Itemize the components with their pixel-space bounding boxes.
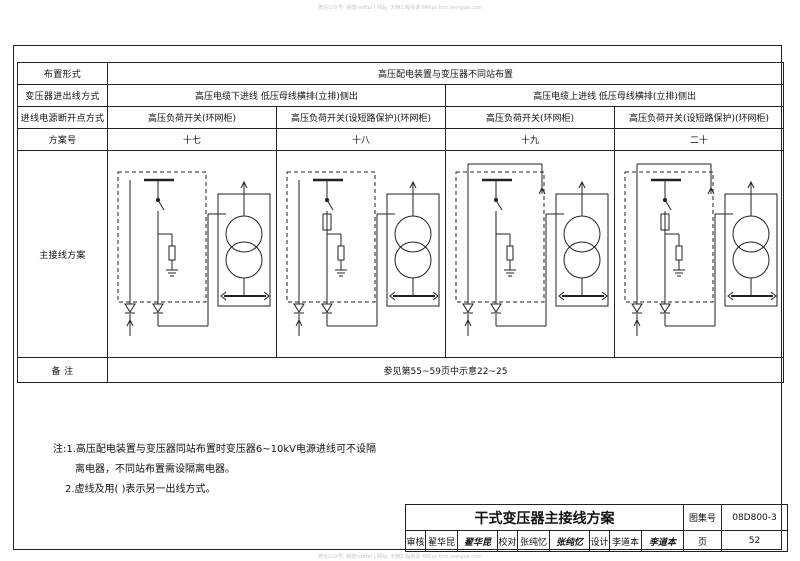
reviewer-name: 翟华昆 — [425, 530, 458, 552]
label-layout: 布置形式 — [17, 62, 108, 85]
lv-arrow-right — [263, 291, 270, 301]
notes: 注:1.高压配电装置与变压器同站布置时变压器6~10kV电源进线可不设隔 离电器… — [53, 440, 376, 500]
scheme-table: 布置形式 高压配电装置与变压器不同站布置 变压器进出线方式 高压电缆下进线 低压… — [17, 62, 785, 383]
value-remark: 参见第55~59页中示意22~25 — [106, 357, 785, 383]
checker-name: 张纯忆 — [517, 530, 550, 552]
row-entry: 变压器进出线方式 高压电缆下进线 低压母线横排(立排)侧出 高压电缆上进线 低压… — [17, 84, 785, 107]
switch-pivot — [155, 197, 161, 203]
atlas-number: 08D800-3 — [721, 504, 788, 531]
note-line-3: 2.虚线及用( )表示另一出线方式。 — [65, 484, 216, 495]
transformer-secondary-icon — [225, 241, 263, 279]
feeder-cable-terminal — [490, 303, 502, 313]
feeder-cable-terminal — [659, 303, 671, 313]
row-scheme: 方案号 十七 十八 十九 二十 — [17, 128, 785, 151]
switch-cell-3: 高压负荷开关(环网柜) — [445, 106, 615, 129]
switchgear-enclosure — [624, 171, 714, 303]
label-diagram: 主接线方案 — [17, 150, 108, 358]
label-entry: 变压器进出线方式 — [17, 84, 108, 107]
incoming-top-arrow — [538, 186, 546, 195]
title-block: 干式变压器主接线方案 图集号 08D800-3 审核 翟华昆 翟华昆 校对 张纯… — [405, 504, 788, 552]
incoming-cable-terminal — [124, 303, 136, 313]
switch-pivot — [662, 197, 668, 203]
switchgear-enclosure — [286, 171, 376, 303]
reviewer-signature: 翟华昆 — [457, 530, 498, 552]
feeder-cable-terminal — [152, 303, 164, 313]
transformer-primary-icon — [225, 215, 263, 253]
value-layout: 高压配电装置与变压器不同站布置 — [106, 62, 785, 85]
atlas-label: 图集号 — [683, 504, 722, 531]
value-entry-left: 高压电缆下进线 低压母线横排(立排)侧出 — [107, 84, 446, 107]
transformer-secondary-icon — [394, 241, 432, 279]
scheme-no-2: 十八 — [276, 128, 446, 151]
page-number: 52 — [721, 530, 788, 552]
incoming-arrow — [464, 318, 472, 327]
wiring-diagram-20 — [624, 163, 778, 336]
incoming-arrow — [126, 318, 134, 327]
lv-arrow-right — [770, 291, 777, 301]
lv-arrow-right — [601, 291, 608, 301]
feeder-cable-terminal — [321, 303, 333, 313]
design-label: 设计 — [589, 530, 610, 552]
label-remark: 备 注 — [17, 357, 108, 383]
transformer-secondary-icon — [732, 241, 770, 279]
transformer-primary-icon — [394, 215, 432, 253]
value-entry-right: 高压电缆上进线 低压母线横排(立排)侧出 — [444, 84, 785, 107]
page-label: 页 — [683, 530, 722, 552]
row-remark: 备 注 参见第55~59页中示意22~25 — [17, 357, 785, 383]
incoming-arrow — [295, 318, 303, 327]
switch-pivot — [493, 197, 499, 203]
lv-arrow-left — [220, 291, 227, 301]
row-switch: 进线电源断开点方式 高压负荷开关(环网柜) 高压负荷开关(设短路保护)(环网柜)… — [17, 106, 785, 129]
wiring-diagram-18 — [286, 171, 440, 336]
lv-arrow-left — [558, 291, 565, 301]
lv-arrow-right — [432, 291, 439, 301]
incoming-arrow — [633, 318, 641, 327]
switch-cell-1: 高压负荷开关(环网柜) — [107, 106, 277, 129]
review-label: 审核 — [405, 530, 426, 552]
label-switch: 进线电源断开点方式 — [17, 106, 108, 129]
drawing-title: 干式变压器主接线方案 — [405, 504, 684, 531]
diagram-cell-2 — [276, 150, 446, 358]
incoming-top-arrow — [707, 186, 715, 195]
earthing-switch-icon — [675, 245, 683, 261]
wiring-diagram-17 — [117, 171, 271, 336]
switch-pivot — [324, 197, 330, 203]
earthing-switch-icon — [506, 245, 514, 261]
scheme-no-4: 二十 — [613, 128, 785, 151]
incoming-cable-terminal — [631, 303, 643, 313]
earthing-switch-icon — [168, 245, 176, 261]
watermark-bottom: 微信公众号: 赫建rsoftal | 网站: 天赫工程资源 666yz.fyzz… — [318, 554, 482, 560]
row-layout: 布置形式 高压配电装置与变压器不同站布置 — [17, 62, 785, 85]
switchgear-enclosure — [455, 171, 545, 303]
switchgear-enclosure — [117, 171, 207, 303]
diagram-cell-4 — [613, 150, 785, 358]
watermark-top: 微信公众号: 赫建rsoftal | 网站: 天赫工程资源 666yz.fyzz… — [318, 5, 482, 11]
earthing-switch-icon — [337, 245, 345, 261]
diagram-cell-1 — [107, 150, 277, 358]
transformer-primary-icon — [563, 215, 601, 253]
transformer-secondary-icon — [563, 241, 601, 279]
incoming-cable-terminal — [462, 303, 474, 313]
incoming-cable-terminal — [293, 303, 305, 313]
note-line-2: 离电器，不同站布置需设隔离电器。 — [75, 464, 235, 475]
wiring-diagram-19 — [455, 163, 609, 336]
note-line-1: 注:1.高压配电装置与变压器同站布置时变压器6~10kV电源进线可不设隔 — [53, 444, 377, 455]
scheme-no-3: 十九 — [445, 128, 615, 151]
transformer-primary-icon — [732, 215, 770, 253]
label-scheme: 方案号 — [17, 128, 108, 151]
switch-cell-2: 高压负荷开关(设短路保护)(环网柜) — [276, 106, 446, 129]
designer-name: 李道本 — [609, 530, 642, 552]
switch-cell-4: 高压负荷开关(设短路保护)(环网柜) — [613, 106, 785, 129]
row-diagram: 主接线方案 — [17, 150, 785, 358]
checker-signature: 张纯忆 — [549, 530, 590, 552]
diagram-cell-3 — [445, 150, 615, 358]
designer-signature: 李道本 — [641, 530, 684, 552]
check-label: 校对 — [497, 530, 518, 552]
lv-arrow-left — [727, 291, 734, 301]
scheme-no-1: 十七 — [107, 128, 277, 151]
lv-arrow-left — [389, 291, 396, 301]
